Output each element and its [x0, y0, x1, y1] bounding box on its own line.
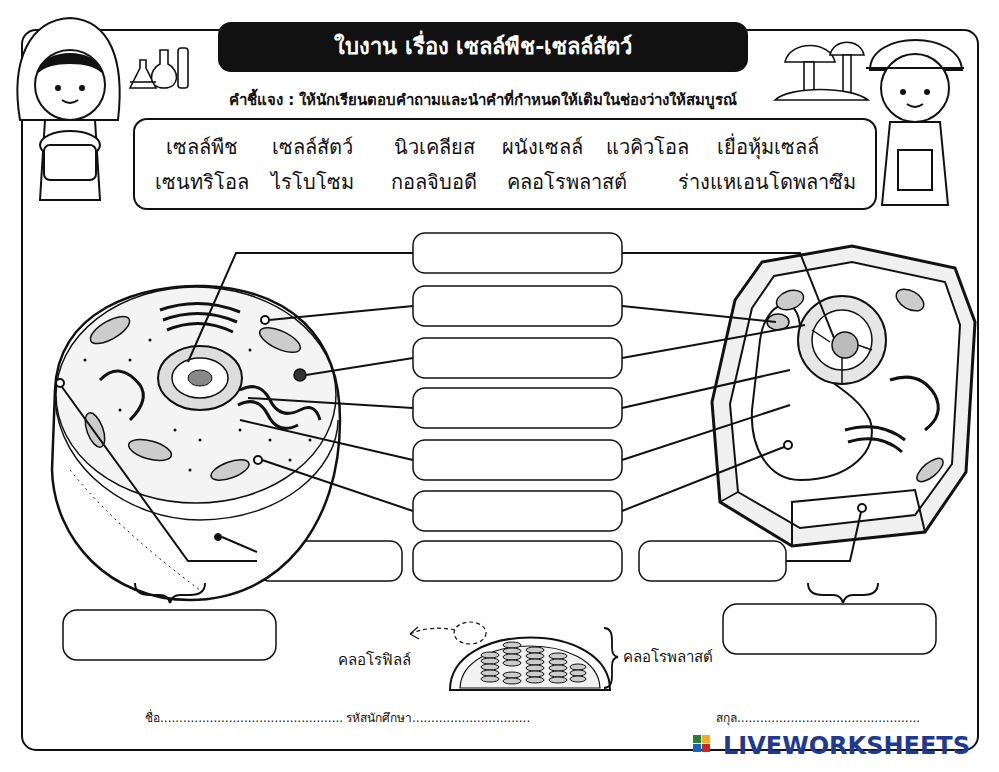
word-choice: กอลจิบอดี: [391, 170, 477, 195]
word-choice: เยื่อหุ้มเซลล์: [717, 135, 819, 160]
word-choice: เซลล์พืช: [166, 135, 238, 160]
word-choice: แวคิวโอล: [606, 135, 689, 160]
student-id-field: รหัสนักศึกษา............................…: [346, 711, 530, 726]
word-choice: เซลล์สัตว์: [272, 135, 353, 160]
name-field: ชื่อ....................................…: [145, 711, 343, 726]
part-label: คลอโรพลาสต์: [623, 648, 713, 667]
word-choice: นิวเคลียส: [394, 135, 475, 160]
word-choice: คลอโรพลาสต์: [507, 170, 627, 195]
word-choice: ร่างแหเอนโดพลาซึม: [678, 170, 856, 195]
instruction-text: คำชี้แจง : ให้นักเรียนตอบคำถามและนำคำที่…: [229, 91, 737, 110]
part-label: คลอโรฟิลล์: [338, 651, 411, 670]
worksheet-title: ใบงาน เรื่อง เซลล์พืช-เซลล์สัตว์: [334, 33, 632, 61]
watermark-logo: LIVEWORKSHEETS: [723, 731, 970, 761]
word-choice: เซนทริโอล: [155, 170, 249, 195]
word-choice: ไรโบโซม: [271, 170, 354, 195]
surname-field: สกุล....................................…: [716, 711, 920, 726]
word-bank-box: เซลล์พืช เซลล์สัตว์ นิวเคลียส ผนังเซลล์ แวคิ…: [133, 118, 877, 210]
word-choice: ผนังเซลล์: [502, 135, 583, 160]
